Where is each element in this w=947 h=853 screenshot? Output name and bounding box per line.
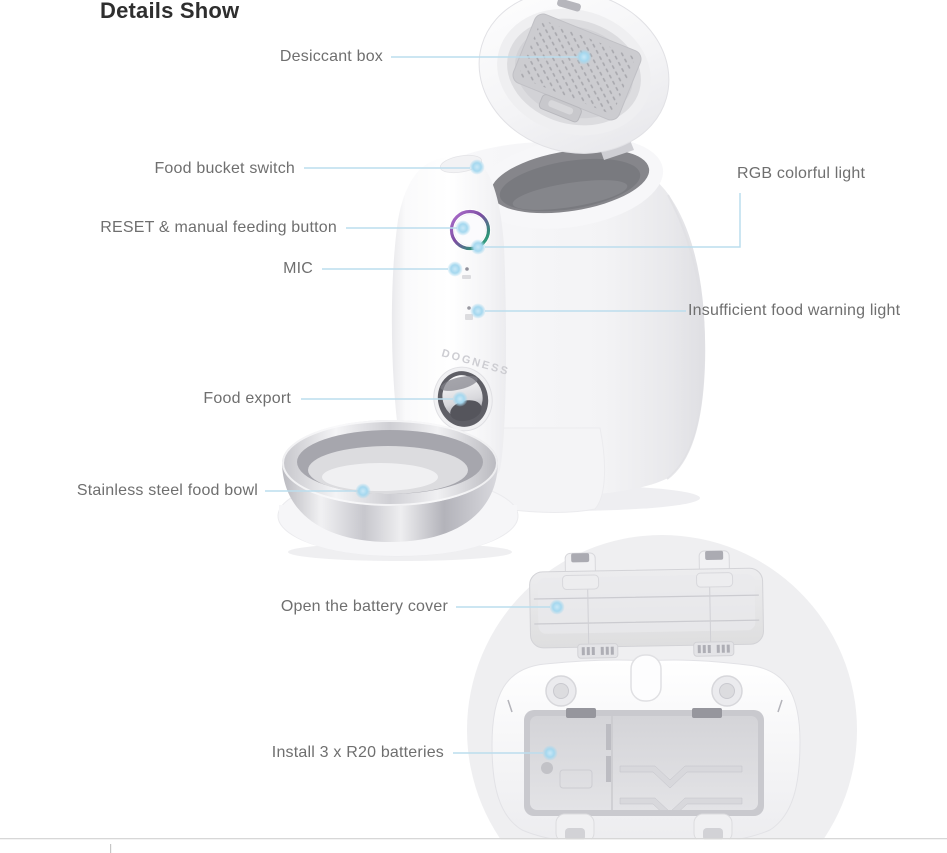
stainless-bowl [282,420,498,542]
callout-label-open-battery-cover: Open the battery cover [280,598,448,615]
feeder-unit: DOGNESS [277,0,706,561]
callout-dots [355,49,592,761]
cover-tab-right [693,641,735,657]
cover-tab-left [577,643,619,659]
warning-light [465,306,473,320]
callout-label-desiccant-box: Desiccant box [279,48,383,65]
callout-label-mic: MIC [283,260,313,277]
callout-dot-food-export [452,391,468,407]
callout-dot-install-batteries [542,745,558,761]
lid-notch [557,0,581,12]
callout-lines [265,56,741,754]
callout-dot-open-battery-cover [549,599,565,615]
callout-dot-insufficient-food-warning-light [470,303,486,319]
battery-compartment [491,654,801,846]
callout-label-food-bucket-switch: Food bucket switch [154,160,295,177]
callout-dot-rgb-colorful-light [470,239,486,255]
callout-dot-mic [447,261,463,277]
callout-dot-stainless-steel-food-bowl [355,483,371,499]
callout-label-rgb-colorful-light: RGB colorful light [737,165,866,182]
food-bucket-opening [476,137,664,229]
callout-dot-reset-manual-feeding-button [455,220,471,236]
mic-hole [462,267,471,279]
callout-dot-food-bucket-switch [469,159,485,175]
page-title: Details Show [100,0,240,23]
callout-label-install-batteries: Install 3 x R20 batteries [271,744,444,761]
callout-label-reset-manual-feeding-button: RESET & manual feeding button [100,219,337,236]
lid-open [478,0,670,154]
battery-cover [529,550,764,659]
desiccant-panel [512,13,642,123]
callout-dot-desiccant-box [576,49,592,65]
callout-line-rgb-colorful-light [485,193,741,248]
callout-label-insufficient-food-warning-light: Insufficient food warning light [688,302,901,319]
bottom-divider [0,838,947,853]
callout-label-food-export: Food export [203,390,291,407]
callout-label-stainless-steel-food-bowl: Stainless steel food bowl [76,482,258,499]
